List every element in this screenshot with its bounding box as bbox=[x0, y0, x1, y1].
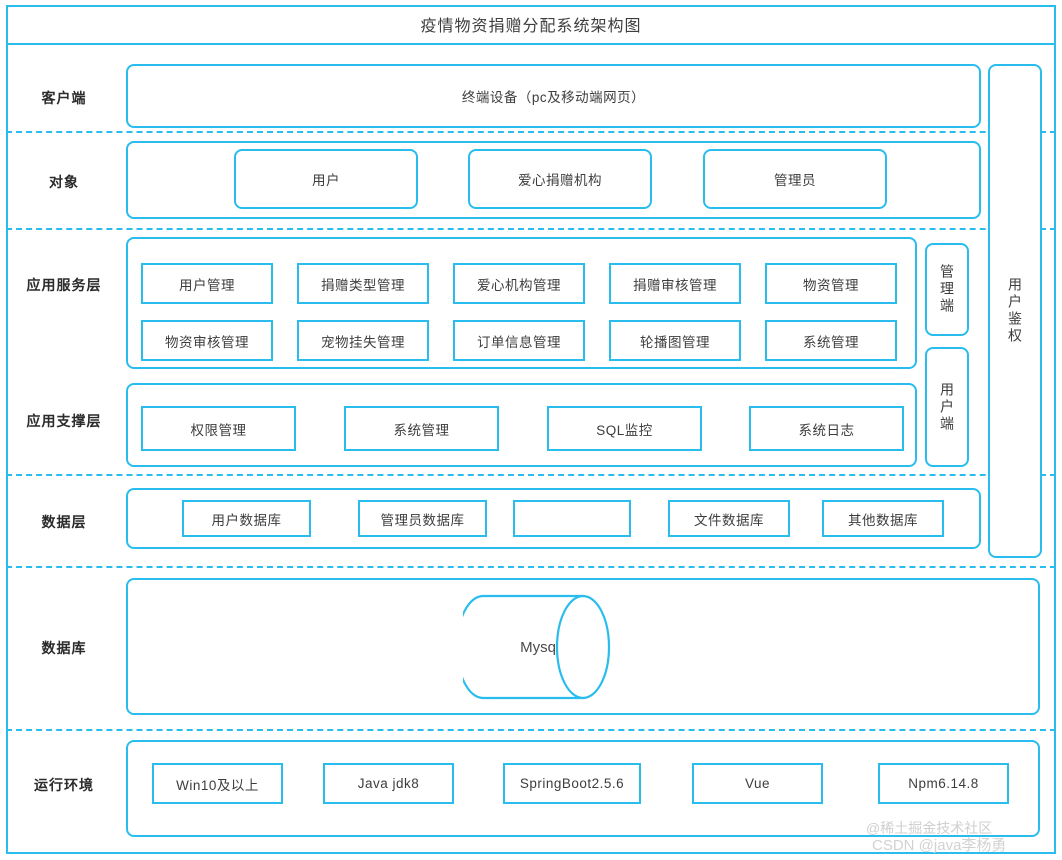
app-service-item-pet-lost[interactable]: 宠物挂失管理 bbox=[297, 320, 429, 361]
database-group bbox=[126, 578, 1040, 715]
row-separator-database-runtime bbox=[6, 729, 1056, 731]
row-label-data-layer: 数据层 bbox=[41, 514, 87, 530]
row-separator-client-object bbox=[6, 131, 1056, 133]
data-layer-item-user-db[interactable]: 用户数据库 bbox=[182, 500, 311, 537]
side-box-user-terminal[interactable]: 用户端 bbox=[925, 347, 969, 467]
side-box-user-terminal-label: 用户端 bbox=[939, 381, 955, 433]
row-label-object: 对象 bbox=[49, 174, 79, 190]
app-service-item-charity-org[interactable]: 爱心机构管理 bbox=[453, 263, 585, 304]
side-column-user-auth-label: 用户鉴权 bbox=[1007, 277, 1023, 345]
diagram-title-bar: 疫情物资捐赠分配系统架构图 bbox=[6, 5, 1056, 45]
data-layer-item-file-db[interactable]: 文件数据库 bbox=[668, 500, 790, 537]
database-cylinder[interactable]: Mysq bbox=[463, 592, 623, 702]
side-box-admin-terminal[interactable]: 管理端 bbox=[925, 243, 969, 336]
row-label-runtime: 运行环境 bbox=[34, 777, 94, 793]
app-support-item-system[interactable]: 系统管理 bbox=[344, 406, 499, 451]
row-label-database: 数据库 bbox=[41, 640, 87, 656]
diagram-title: 疫情物资捐赠分配系统架构图 bbox=[420, 18, 642, 35]
row-separator-object-appservice bbox=[6, 228, 1056, 230]
app-support-item-system-log[interactable]: 系统日志 bbox=[749, 406, 904, 451]
diagram-outer-frame bbox=[6, 5, 1056, 854]
cylinder-shape bbox=[463, 594, 611, 700]
app-support-item-permission[interactable]: 权限管理 bbox=[141, 406, 296, 451]
app-service-item-donation-audit[interactable]: 捐赠审核管理 bbox=[609, 263, 741, 304]
app-support-item-sql-monitor[interactable]: SQL监控 bbox=[547, 406, 702, 451]
data-layer-item-admin-db[interactable]: 管理员数据库 bbox=[358, 500, 487, 537]
row-label-client: 客户端 bbox=[41, 90, 87, 106]
data-layer-item-empty[interactable] bbox=[513, 500, 631, 537]
app-service-item-carousel[interactable]: 轮播图管理 bbox=[609, 320, 741, 361]
data-layer-item-other-db[interactable]: 其他数据库 bbox=[822, 500, 944, 537]
client-terminal-box[interactable]: 终端设备（pc及移动端网页） bbox=[126, 64, 981, 128]
app-service-item-system-mgmt[interactable]: 系统管理 bbox=[765, 320, 897, 361]
runtime-item-npm[interactable]: Npm6.14.8 bbox=[878, 763, 1009, 804]
row-separator-datalayer-database bbox=[6, 566, 1056, 568]
row-separator-appsupport-datalayer bbox=[6, 474, 1056, 476]
row-label-app-support: 应用支撑层 bbox=[26, 413, 102, 429]
runtime-item-vue[interactable]: Vue bbox=[692, 763, 823, 804]
app-service-item-order-info[interactable]: 订单信息管理 bbox=[453, 320, 585, 361]
app-service-item-supplies[interactable]: 物资管理 bbox=[765, 263, 897, 304]
side-column-user-auth[interactable]: 用户鉴权 bbox=[988, 64, 1042, 558]
runtime-item-os[interactable]: Win10及以上 bbox=[152, 763, 283, 804]
app-service-item-user-mgmt[interactable]: 用户管理 bbox=[141, 263, 273, 304]
app-service-item-donation-type[interactable]: 捐赠类型管理 bbox=[297, 263, 429, 304]
object-item-admin[interactable]: 管理员 bbox=[703, 149, 887, 209]
runtime-item-springboot[interactable]: SpringBoot2.5.6 bbox=[503, 763, 641, 804]
side-box-admin-terminal-label: 管理端 bbox=[939, 264, 955, 315]
app-service-item-supplies-audit[interactable]: 物资审核管理 bbox=[141, 320, 273, 361]
object-item-donor-org[interactable]: 爱心捐赠机构 bbox=[468, 149, 652, 209]
row-label-app-service: 应用服务层 bbox=[26, 277, 102, 293]
database-cylinder-label: Mysq bbox=[520, 638, 556, 656]
runtime-item-jdk[interactable]: Java jdk8 bbox=[323, 763, 454, 804]
object-item-user[interactable]: 用户 bbox=[234, 149, 418, 209]
